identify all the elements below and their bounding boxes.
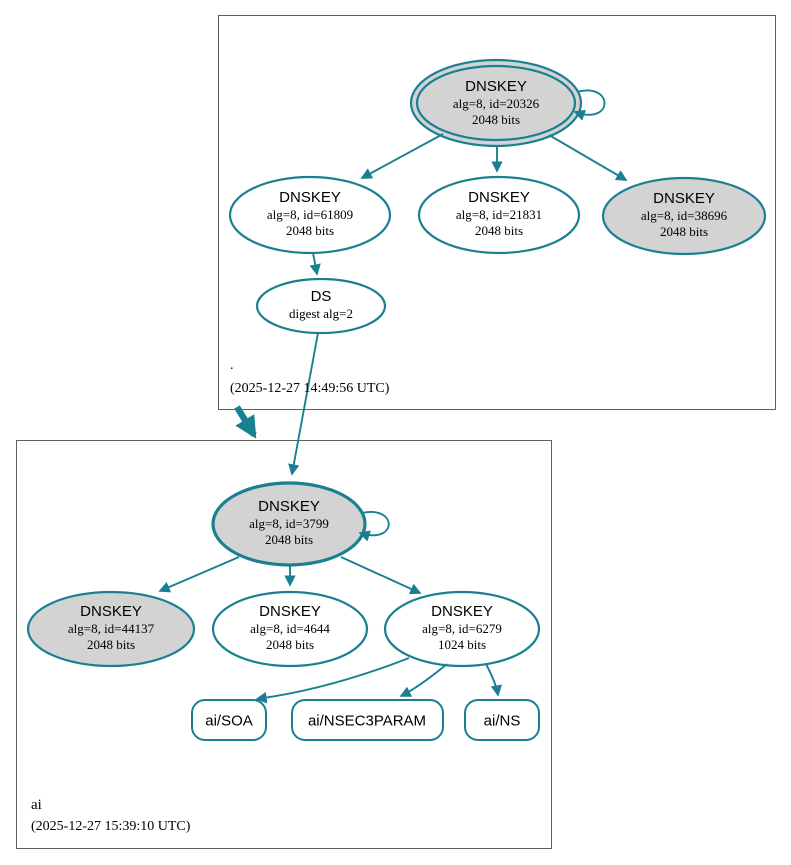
label-dnskey-4644: DNSKEY alg=8, id=4644 2048 bits [250,603,330,654]
label-rrset-soa: ai/SOA [205,712,253,730]
node-size: 2048 bits [659,224,709,239]
node-detail: alg=8, id=44137 [67,620,155,636]
label-rrset-ns: ai/NS [483,712,521,730]
node-dnskey-6279[interactable] [383,590,541,668]
node-dnskey-4644[interactable] [211,590,369,668]
edge-3799-to-44137 [158,556,240,593]
node-dnskey-3799[interactable] [211,481,367,567]
node-size: 2048 bits [264,532,314,547]
label-dnskey-38696: DNSKEY alg=8, id=38696 2048 bits [641,190,727,241]
node-size: 2048 bits [285,223,335,238]
delegation-arrow-root-to-ai [234,405,257,439]
node-title: DNSKEY [80,602,142,620]
label-dnskey-21831: DNSKEY alg=8, id=21831 2048 bits [456,189,542,240]
node-dnskey-38696[interactable] [601,176,767,256]
node-title: DS [310,287,332,305]
zone-name-root: . [230,358,234,373]
self-sign-loop-3799 [358,510,390,542]
node-title: DNSKEY [259,602,321,620]
node-detail: alg=8, id=20326 [452,95,540,111]
label-dnskey-61809: DNSKEY alg=8, id=61809 2048 bits [267,189,353,240]
label-dnskey-20326: DNSKEY alg=8, id=20326 2048 bits [453,78,539,129]
node-detail: alg=8, id=3799 [249,515,329,531]
node-rrset-ns[interactable] [464,699,540,741]
node-size: 2048 bits [265,637,315,652]
node-dnskey-61809[interactable] [228,175,392,255]
edge-20326-to-38696 [548,134,628,181]
node-detail: alg=8, id=21831 [455,206,543,222]
edge-20326-to-61809 [360,133,444,179]
node-dnskey-20326-outer[interactable] [409,58,583,148]
node-size: 2048 bits [474,223,524,238]
node-title: DNSKEY [468,188,530,206]
zone-name-ai: ai [31,797,42,813]
node-detail: alg=8, id=6279 [422,620,502,636]
edge-6279-to-nsec3param [399,663,448,697]
edge-61809-to-ds [309,252,321,276]
node-title: DNSKEY [431,602,493,620]
zone-box-root [218,15,776,410]
zone-box-ai [16,440,552,849]
zone-timestamp-ai: (2025-12-27 15:39:10 UTC) [31,819,191,834]
edge-6279-to-ns [485,663,503,697]
node-ds[interactable] [255,277,387,335]
node-size: 2048 bits [471,112,521,127]
node-dnskey-21831[interactable] [417,175,581,255]
edge-ds-to-3799 [288,332,319,476]
label-dnskey-6279: DNSKEY alg=8, id=6279 1024 bits [422,603,502,654]
node-rrset-soa[interactable] [191,699,267,741]
self-sign-loop-20326 [573,89,606,121]
edge-3799-to-6279 [340,556,422,595]
edge-6279-to-soa [255,657,410,704]
zone-timestamp-root: (2025-12-27 14:49:56 UTC) [230,381,390,396]
node-title: DNSKEY [279,188,341,206]
node-size: 1024 bits [437,637,487,652]
node-detail: alg=8, id=4644 [250,620,330,636]
label-rrset-nsec3param: ai/NSEC3PARAM [307,712,427,730]
label-ds: DS digest alg=2 [289,288,353,322]
node-dnskey-20326-inner [415,64,577,142]
node-detail: alg=8, id=38696 [640,207,728,223]
node-dnskey-44137[interactable] [26,590,196,668]
node-title: DNSKEY [465,77,527,95]
node-detail: digest alg=2 [288,305,354,321]
label-dnskey-44137: DNSKEY alg=8, id=44137 2048 bits [68,603,154,654]
node-title: DNSKEY [258,497,320,515]
node-detail: alg=8, id=61809 [266,206,354,222]
label-dnskey-3799: DNSKEY alg=8, id=3799 2048 bits [249,498,329,549]
node-title: DNSKEY [653,189,715,207]
node-rrset-nsec3param[interactable] [291,699,444,741]
node-size: 2048 bits [86,637,136,652]
